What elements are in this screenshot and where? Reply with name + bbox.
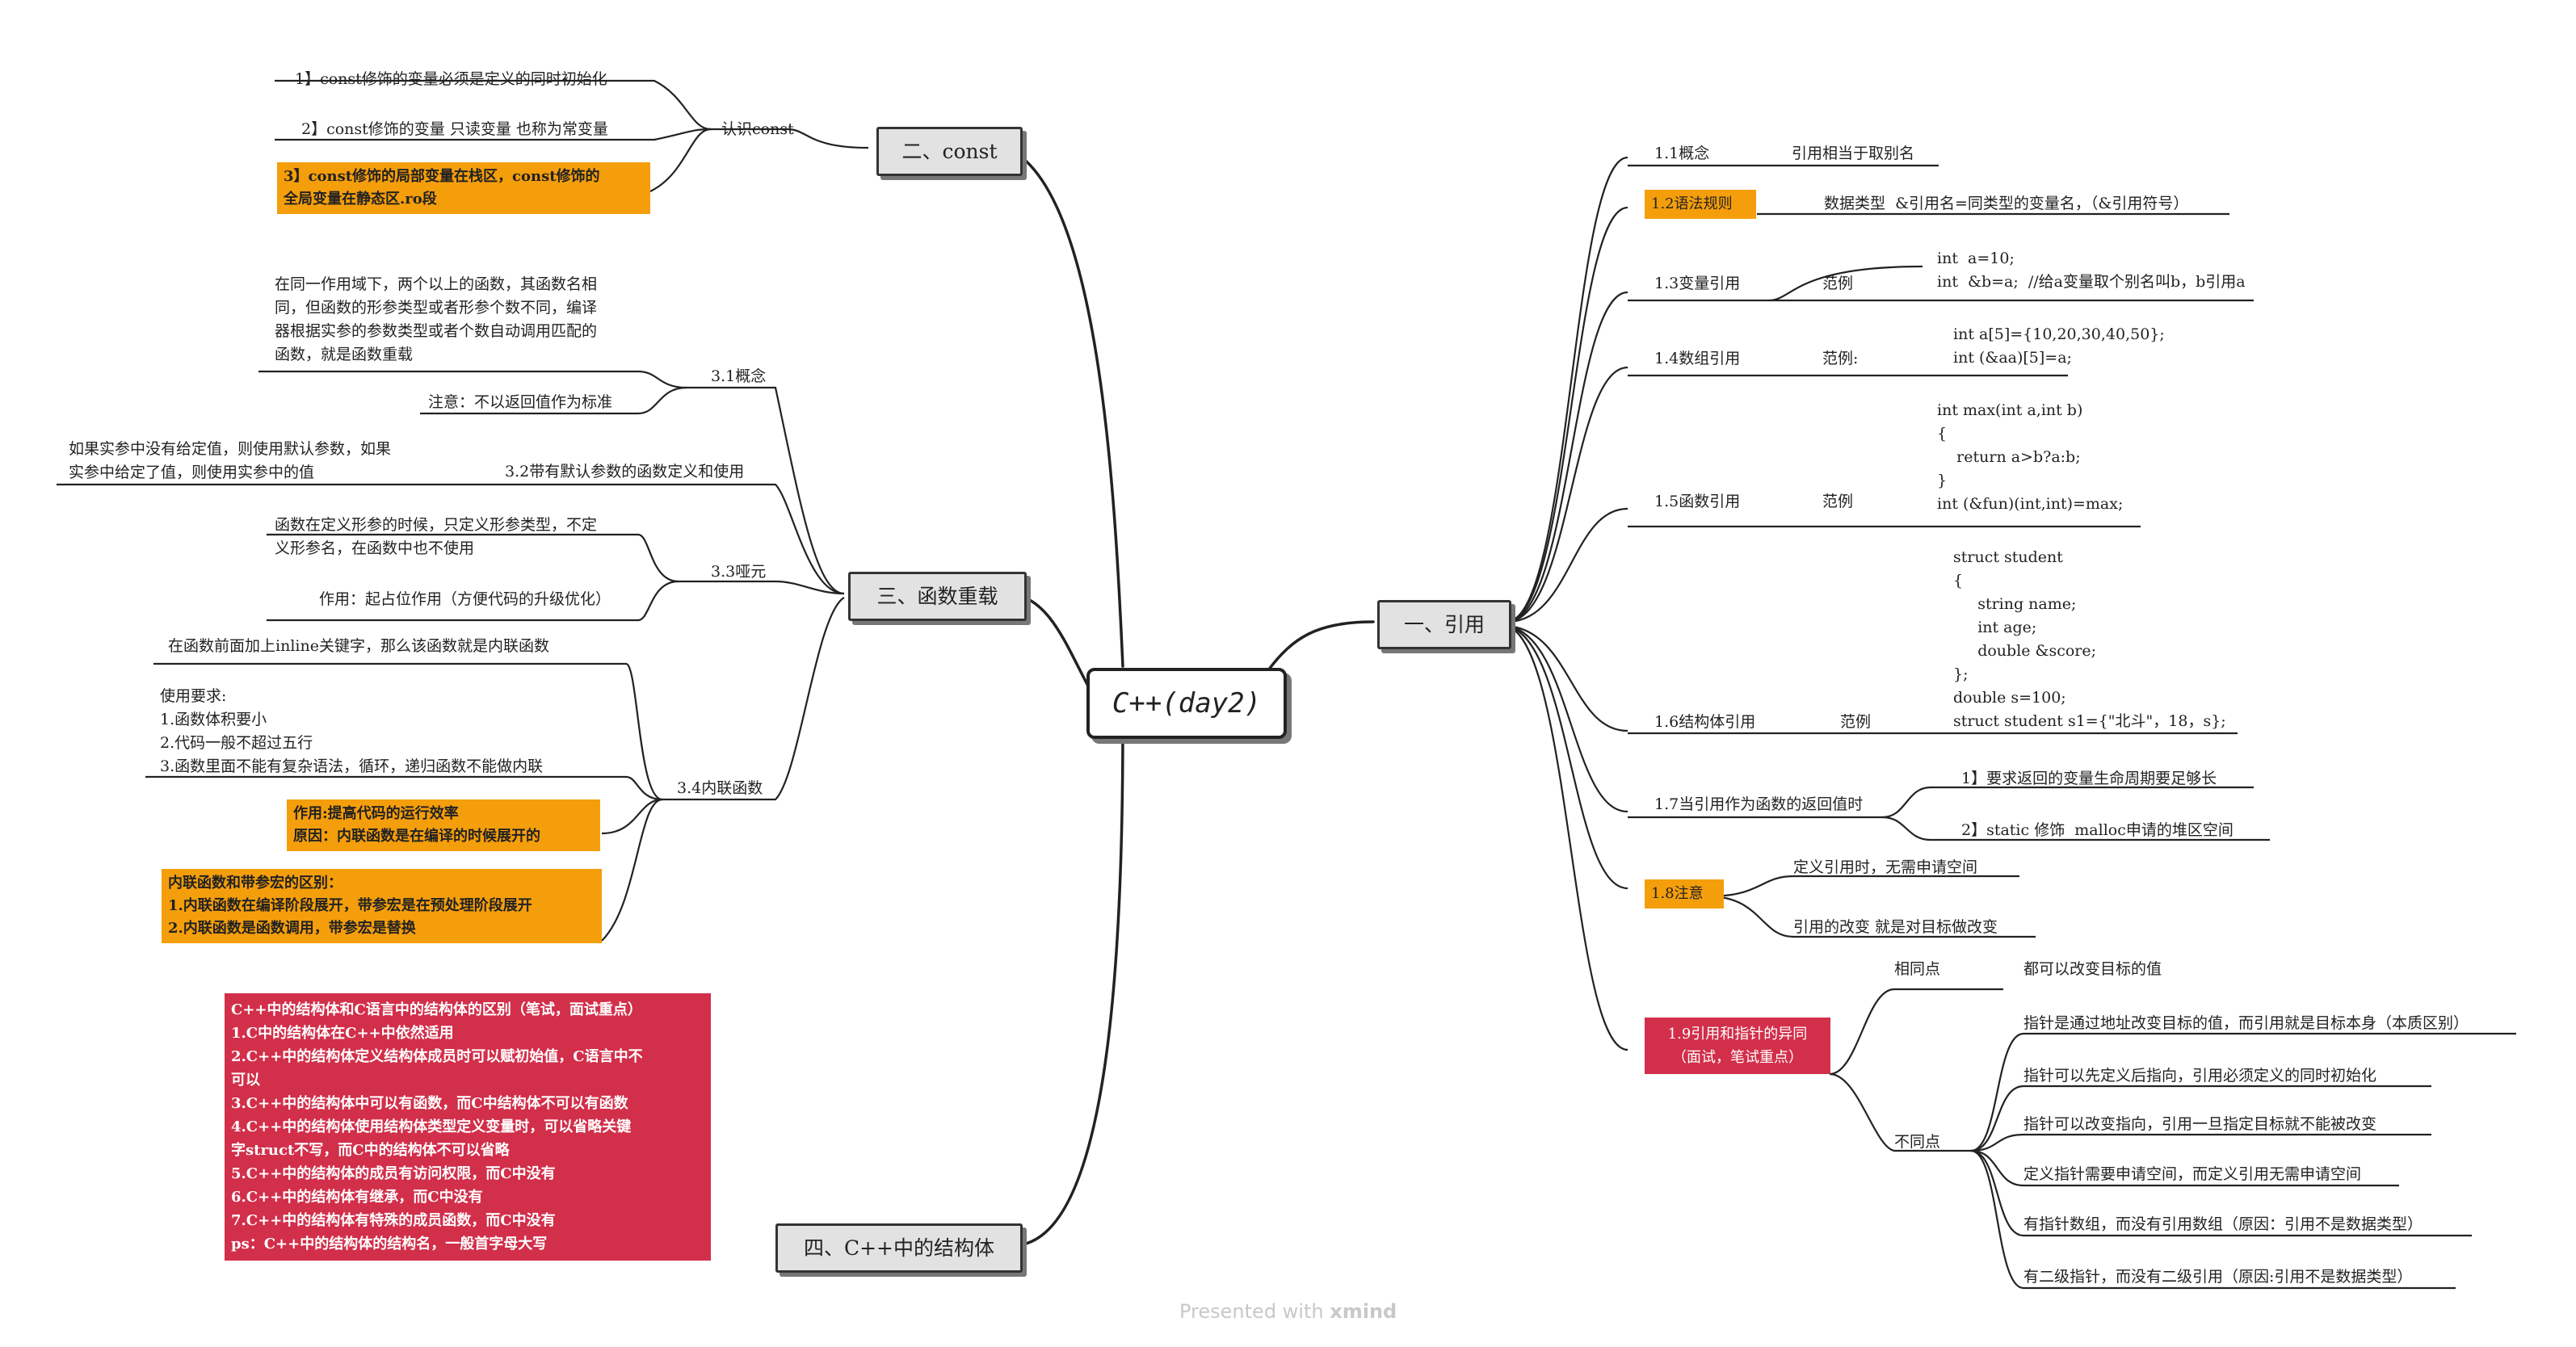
ref-1-5-code: int max(int a,int b) { return a>b?a:b; }…	[1937, 401, 2124, 513]
const-item-3: 3】const修饰的局部变量在栈区，const修饰的 全局变量在静态区.ro段	[277, 162, 650, 214]
ref-1-6-label: 1.6结构体引用	[1654, 713, 1756, 731]
topic-const[interactable]: 二、const	[876, 127, 1023, 176]
ref-1-2-value: 数据类型 &引用名=同类型的变量名，（&引用符号）	[1824, 195, 2189, 212]
ref-1-4-mid: 范例:	[1822, 350, 1859, 367]
ref-1-9-diff-item-5: 有指针数组，而没有引用数组（原因：引用不是数据类型）	[2023, 1215, 2423, 1233]
ref-1-9-diff-item-1: 指针是通过地址改变目标的值，而引用就是目标本身（本质区别）	[2023, 1014, 2469, 1032]
overload-3-4-effect: 作用:提高代码的运行效率 原因：内联函数是在编译的时候展开的	[287, 799, 600, 851]
topic-struct[interactable]: 四、C++中的结构体	[775, 1223, 1023, 1273]
ref-1-4-code: int a[5]={10,20,30,40,50}; int (&aa)[5]=…	[1953, 325, 2165, 367]
overload-3-2-label: 3.2带有默认参数的函数定义和使用	[505, 463, 745, 480]
ref-1-8-item-2: 引用的改变 就是对目标做改变	[1793, 918, 1998, 936]
ref-1-7-label: 1.7当引用作为函数的返回值时	[1654, 795, 1864, 813]
overload-3-1-note: 注意：不以返回值作为标准	[428, 393, 613, 411]
overload-3-3-note: 作用：起占位作用（方便代码的升级优化）	[319, 590, 611, 608]
ref-1-9-diff-item-2: 指针可以先定义后指向，引用必须定义的同时初始化	[2023, 1067, 2377, 1085]
ref-1-3-label: 1.3变量引用	[1654, 275, 1741, 292]
overload-3-4-diff: 内联函数和带参宏的区别： 1.内联函数在编译阶段展开，带参宏是在预处理阶段展开 …	[162, 869, 602, 943]
ref-1-7-item-1: 1】要求返回的变量生命周期要足够长	[1961, 770, 2217, 787]
ref-1-9-label: 1.9引用和指针的异同 （面试，笔试重点）	[1645, 1018, 1830, 1074]
const-item-2: 2】const修饰的变量 只读变量 也称为常变量	[301, 120, 608, 138]
ref-1-2-label: 1.2语法规则	[1645, 190, 1756, 219]
ref-1-9-same-value: 都可以改变目标的值	[2023, 960, 2162, 978]
ref-1-9-diff-item-3: 指针可以改变指向，引用一旦指定目标就不能被改变	[2023, 1115, 2377, 1133]
ref-1-5-label: 1.5函数引用	[1654, 493, 1741, 510]
watermark-brand: xmind	[1330, 1300, 1397, 1323]
ref-1-6-mid: 范例	[1840, 713, 1872, 731]
ref-1-4-label: 1.4数组引用	[1654, 350, 1741, 367]
ref-1-1-label: 1.1概念	[1654, 145, 1710, 162]
ref-1-8-label: 1.8注意	[1645, 879, 1724, 908]
overload-3-4-requirements: 使用要求: 1.函数体积要小 2.代码一般不超过五行 3.函数里面不能有复杂语法…	[160, 687, 544, 775]
overload-3-3-label: 3.3哑元	[711, 563, 767, 581]
ref-1-9-diff-label: 不同点	[1894, 1133, 1941, 1151]
ref-1-8-item-1: 定义引用时，无需申请空间	[1793, 858, 1978, 876]
ref-1-9-same-label: 相同点	[1894, 960, 1941, 978]
struct-diff-box: C++中的结构体和C语言中的结构体的区别（笔试，面试重点） 1.C中的结构体在C…	[225, 993, 711, 1261]
overload-3-4-label: 3.4内联函数	[677, 779, 763, 797]
ref-1-1-value: 引用相当于取别名	[1792, 145, 1915, 162]
const-item-1: 1】const修饰的变量必须是定义的同时初始化	[295, 70, 607, 88]
ref-1-5-mid: 范例	[1822, 493, 1854, 510]
ref-1-3-code: int a=10; int &b=a; //给a变量取个别名叫b，b引用a	[1937, 250, 2246, 291]
overload-3-1-label: 3.1概念	[711, 367, 767, 385]
topic-overload[interactable]: 三、函数重载	[848, 572, 1027, 621]
ref-1-3-mid: 范例	[1822, 275, 1854, 292]
overload-3-1-desc: 在同一作用域下，两个以上的函数，其函数名相 同，但函数的形参类型或者形参个数不同…	[275, 275, 598, 363]
watermark-prefix: Presented with	[1179, 1300, 1330, 1323]
overload-3-2-desc: 如果实参中没有给定值，则使用默认参数，如果 实参中给定了值，则使用实参中的值	[69, 440, 392, 481]
const-sub-label: 认识const	[721, 120, 794, 138]
ref-1-9-diff-item-6: 有二级指针，而没有二级引用（原因:引用不是数据类型）	[2023, 1268, 2413, 1286]
topic-reference[interactable]: 一、引用	[1377, 600, 1511, 649]
ref-1-7-item-2: 2】static 修饰 malloc申请的堆区空间	[1961, 821, 2234, 839]
overload-3-3-desc: 函数在定义形参的时候，只定义形参类型，不定 义形参名，在函数中也不使用	[275, 516, 598, 557]
ref-1-6-code: struct student { string name; int age; d…	[1953, 548, 2226, 730]
ref-1-9-diff-item-4: 定义指针需要申请空间，而定义引用无需申请空间	[2023, 1165, 2362, 1183]
central-topic[interactable]: C++(day2)	[1086, 668, 1287, 739]
overload-3-4-desc: 在函数前面加上inline关键字，那么该函数就是内联函数	[168, 637, 549, 655]
xmind-watermark: Presented with xmind	[1179, 1300, 1397, 1323]
